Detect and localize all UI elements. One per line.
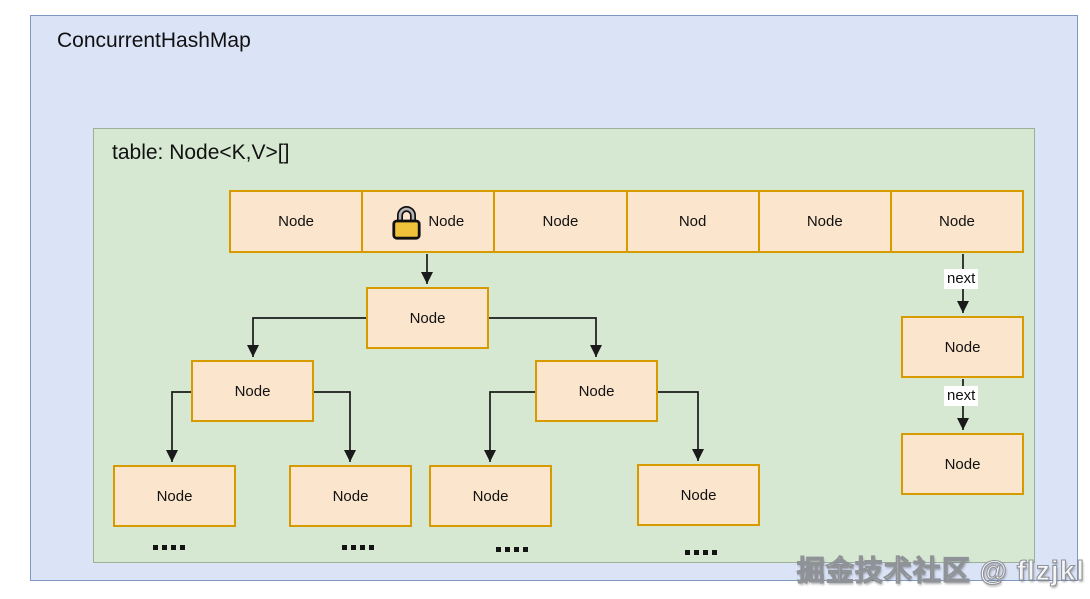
table-label: table: Node<K,V>[] bbox=[112, 141, 290, 164]
array-cell-label: Node bbox=[542, 213, 579, 230]
array-cell-3: Nod bbox=[628, 192, 760, 251]
ellipsis-icon bbox=[496, 547, 528, 552]
tree-leaf-node-1: Node bbox=[289, 465, 412, 527]
array-cell-label: Node bbox=[278, 213, 315, 230]
next-edge-label-1: next bbox=[944, 386, 979, 406]
tree-leaf-node-3: Node bbox=[637, 464, 760, 526]
lock-icon bbox=[392, 205, 421, 240]
list-node-0: Node bbox=[901, 316, 1024, 378]
node-array: Node Node Node Nod Node Node bbox=[229, 190, 1024, 253]
node-label: Node bbox=[156, 487, 193, 505]
ellipsis-icon bbox=[342, 545, 374, 550]
node-label: Node bbox=[409, 309, 446, 327]
tree-leaf-node-0: Node bbox=[113, 465, 236, 527]
tree-left-node: Node bbox=[191, 360, 314, 422]
array-cell-label: Node bbox=[939, 213, 975, 230]
node-label: Node bbox=[680, 486, 717, 504]
node-label: Node bbox=[472, 487, 509, 505]
array-cell-4: Node bbox=[760, 192, 892, 251]
array-cell-1: Node bbox=[363, 192, 496, 251]
node-label: Node bbox=[332, 487, 369, 505]
array-cell-0: Node bbox=[231, 192, 364, 251]
tree-leaf-node-2: Node bbox=[429, 465, 552, 527]
node-label: Node bbox=[578, 382, 615, 400]
node-label: Node bbox=[944, 455, 981, 473]
array-cell-5: Node bbox=[892, 192, 1022, 251]
diagram-title: ConcurrentHashMap bbox=[57, 29, 251, 52]
watermark: 掘金技术社区 @ flzjkl bbox=[796, 554, 1085, 586]
ellipsis-icon bbox=[685, 550, 717, 555]
tree-root-node: Node bbox=[366, 287, 489, 349]
ellipsis-icon bbox=[153, 545, 185, 550]
next-edge-label-0: next bbox=[944, 269, 979, 289]
tree-right-node: Node bbox=[535, 360, 658, 422]
list-node-1: Node bbox=[901, 433, 1024, 495]
array-cell-2: Node bbox=[495, 192, 628, 251]
array-cell-label: Node bbox=[428, 213, 465, 230]
node-label: Node bbox=[234, 382, 271, 400]
array-cell-label: Node bbox=[806, 213, 843, 230]
array-cell-label: Nod bbox=[678, 213, 707, 230]
node-label: Node bbox=[944, 338, 981, 356]
